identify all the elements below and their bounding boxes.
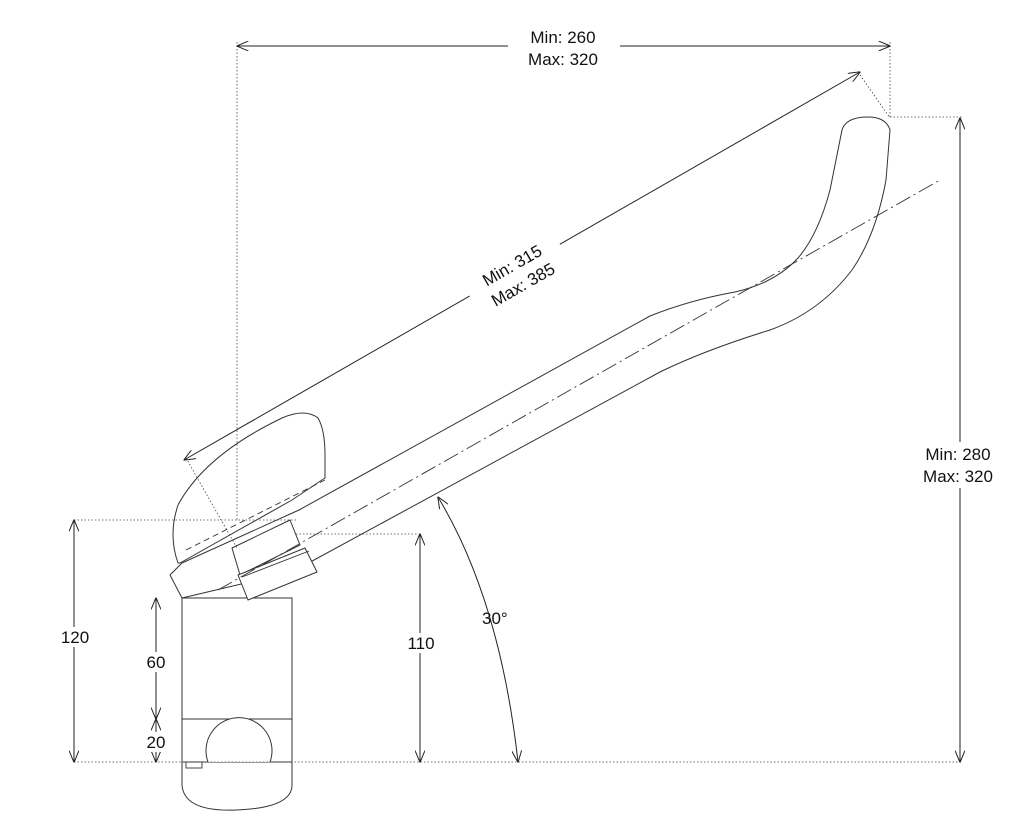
label-post-lower: 20 <box>147 733 166 752</box>
clamp-block-lower <box>237 547 318 601</box>
dim-angle-arc <box>438 497 518 762</box>
clamp-gap-line <box>241 550 310 578</box>
label-top-width-max: Max: 320 <box>528 50 598 69</box>
label-left-height: 120 <box>61 628 89 647</box>
label-right-height-max: Max: 320 <box>923 467 993 486</box>
pad-hidden-line <box>185 479 326 551</box>
clamp-ring <box>205 717 273 763</box>
label-right-height-min: Min: 280 <box>925 445 990 464</box>
clamp-block-upper <box>231 519 301 576</box>
mount-ring-body <box>181 762 293 811</box>
label-top-width-min: Min: 260 <box>530 28 595 47</box>
label-post-upper: 60 <box>147 653 166 672</box>
label-clamp-height: 110 <box>407 634 434 653</box>
label-angle: 30° <box>482 609 508 628</box>
part-geometry <box>169 116 941 811</box>
